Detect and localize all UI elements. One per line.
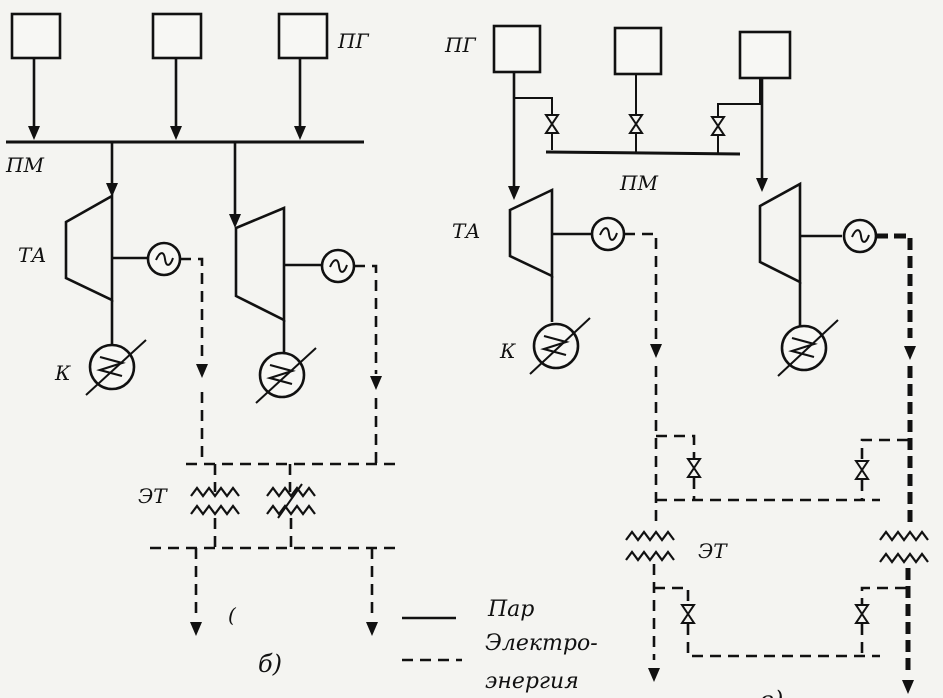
r-gen1-output — [624, 232, 658, 342]
r-sg3-valve-pipe — [717, 78, 761, 116]
r-steam-main-line — [545, 150, 741, 156]
scheme-b: ПГ ПМ ТА К — [5, 12, 400, 678]
gen1-output — [180, 257, 204, 362]
transformer-2-secondary — [265, 504, 317, 516]
condenser-2 — [258, 351, 306, 399]
condenser-1-slash — [85, 339, 147, 396]
condenser-2-slash — [255, 347, 317, 404]
steam-main-label: ПМ — [5, 153, 44, 177]
transformer-2-slash — [277, 483, 303, 519]
r-generator-1 — [590, 216, 626, 252]
r-gen2-output — [876, 233, 913, 338]
legend-electricity-label-2: энергия — [485, 669, 579, 694]
gen2-output — [354, 264, 378, 374]
r-valve-7 — [855, 604, 869, 624]
r-condenser-2-slash — [777, 319, 839, 377]
steam-generator-box-1 — [10, 12, 62, 60]
consumer-arrow-1 — [190, 622, 202, 636]
consumer-arrow-2 — [366, 622, 378, 636]
r-condenser-label: К — [499, 339, 516, 363]
steam-generator-box-2 — [151, 12, 203, 60]
r-condenser-1 — [532, 322, 580, 370]
r-gen2-output-arrow — [904, 346, 916, 360]
legend-electricity-label-1: Электро- — [485, 631, 598, 656]
r-bypass-4 — [860, 586, 906, 604]
r-steam-generator-box-3 — [738, 30, 792, 80]
r-steam-generator-box-2 — [613, 26, 663, 76]
r-consumer-arrow-2 — [902, 680, 914, 694]
r-transformer-2-primary — [878, 530, 930, 542]
r-turbine-label: ТА — [452, 219, 481, 243]
gen1-output-arrow — [196, 364, 208, 378]
r-consumer-arrow-1 — [648, 668, 660, 682]
sg2-arrow — [170, 126, 182, 140]
r-valve-6 — [855, 460, 869, 480]
r-sg3-arrow — [756, 178, 768, 192]
sg1-arrow — [28, 126, 40, 140]
r-turbine-2 — [758, 181, 802, 285]
generator-1 — [146, 241, 182, 277]
caption-v: в) — [760, 686, 783, 698]
r-sg1-valve-pipe — [513, 72, 553, 114]
condenser-label: К — [54, 361, 71, 385]
r-valve-3 — [711, 116, 725, 136]
caption-b: б) — [258, 650, 282, 678]
r-valve-5 — [681, 604, 695, 624]
r-steam-generator-label: ПГ — [444, 33, 476, 57]
r-transformer-1-primary — [624, 530, 676, 542]
r-condenser-2 — [780, 324, 828, 372]
scheme-v: ПГ ПМ ТА К — [444, 24, 930, 698]
r-steam-main-label: ПМ — [619, 171, 658, 195]
transformer-1-secondary — [189, 504, 241, 516]
r-bypass-1 — [656, 434, 696, 458]
r-generator-2 — [842, 218, 878, 254]
r-bypass-2 — [654, 586, 690, 604]
r-valve-1 — [545, 114, 559, 134]
r-sg1-arrow — [508, 186, 520, 200]
legend: Пар Электро- энергия — [402, 597, 598, 694]
r-transformer-2-secondary — [878, 552, 930, 564]
turbine-2 — [234, 206, 286, 323]
turbine-label: ТА — [18, 243, 47, 267]
condenser-1 — [88, 343, 136, 391]
r-bypass-3 — [860, 438, 908, 460]
gen2-output-arrow — [370, 376, 382, 390]
generator-2 — [320, 248, 356, 284]
r-condenser-1-slash — [529, 317, 591, 375]
r-bypass-2-down — [686, 624, 880, 658]
r-valve-4 — [687, 458, 701, 478]
r-turbine-1 — [508, 187, 554, 279]
r-steam-generator-box-1 — [492, 24, 542, 74]
r-valve-2 — [629, 114, 643, 134]
r-transformer-label: ЭТ — [698, 539, 728, 563]
r-gen1-output-arrow — [650, 344, 662, 358]
stray-mark: ( — [228, 603, 237, 627]
steam-generator-label: ПГ — [337, 29, 369, 53]
transformer-label: ЭТ — [138, 484, 168, 508]
steam-generator-box-3 — [277, 12, 329, 60]
turbine-1 — [64, 193, 114, 303]
legend-steam-label: Пар — [487, 597, 534, 622]
r-transformer-1-secondary — [624, 550, 676, 562]
sg3-arrow — [294, 126, 306, 140]
